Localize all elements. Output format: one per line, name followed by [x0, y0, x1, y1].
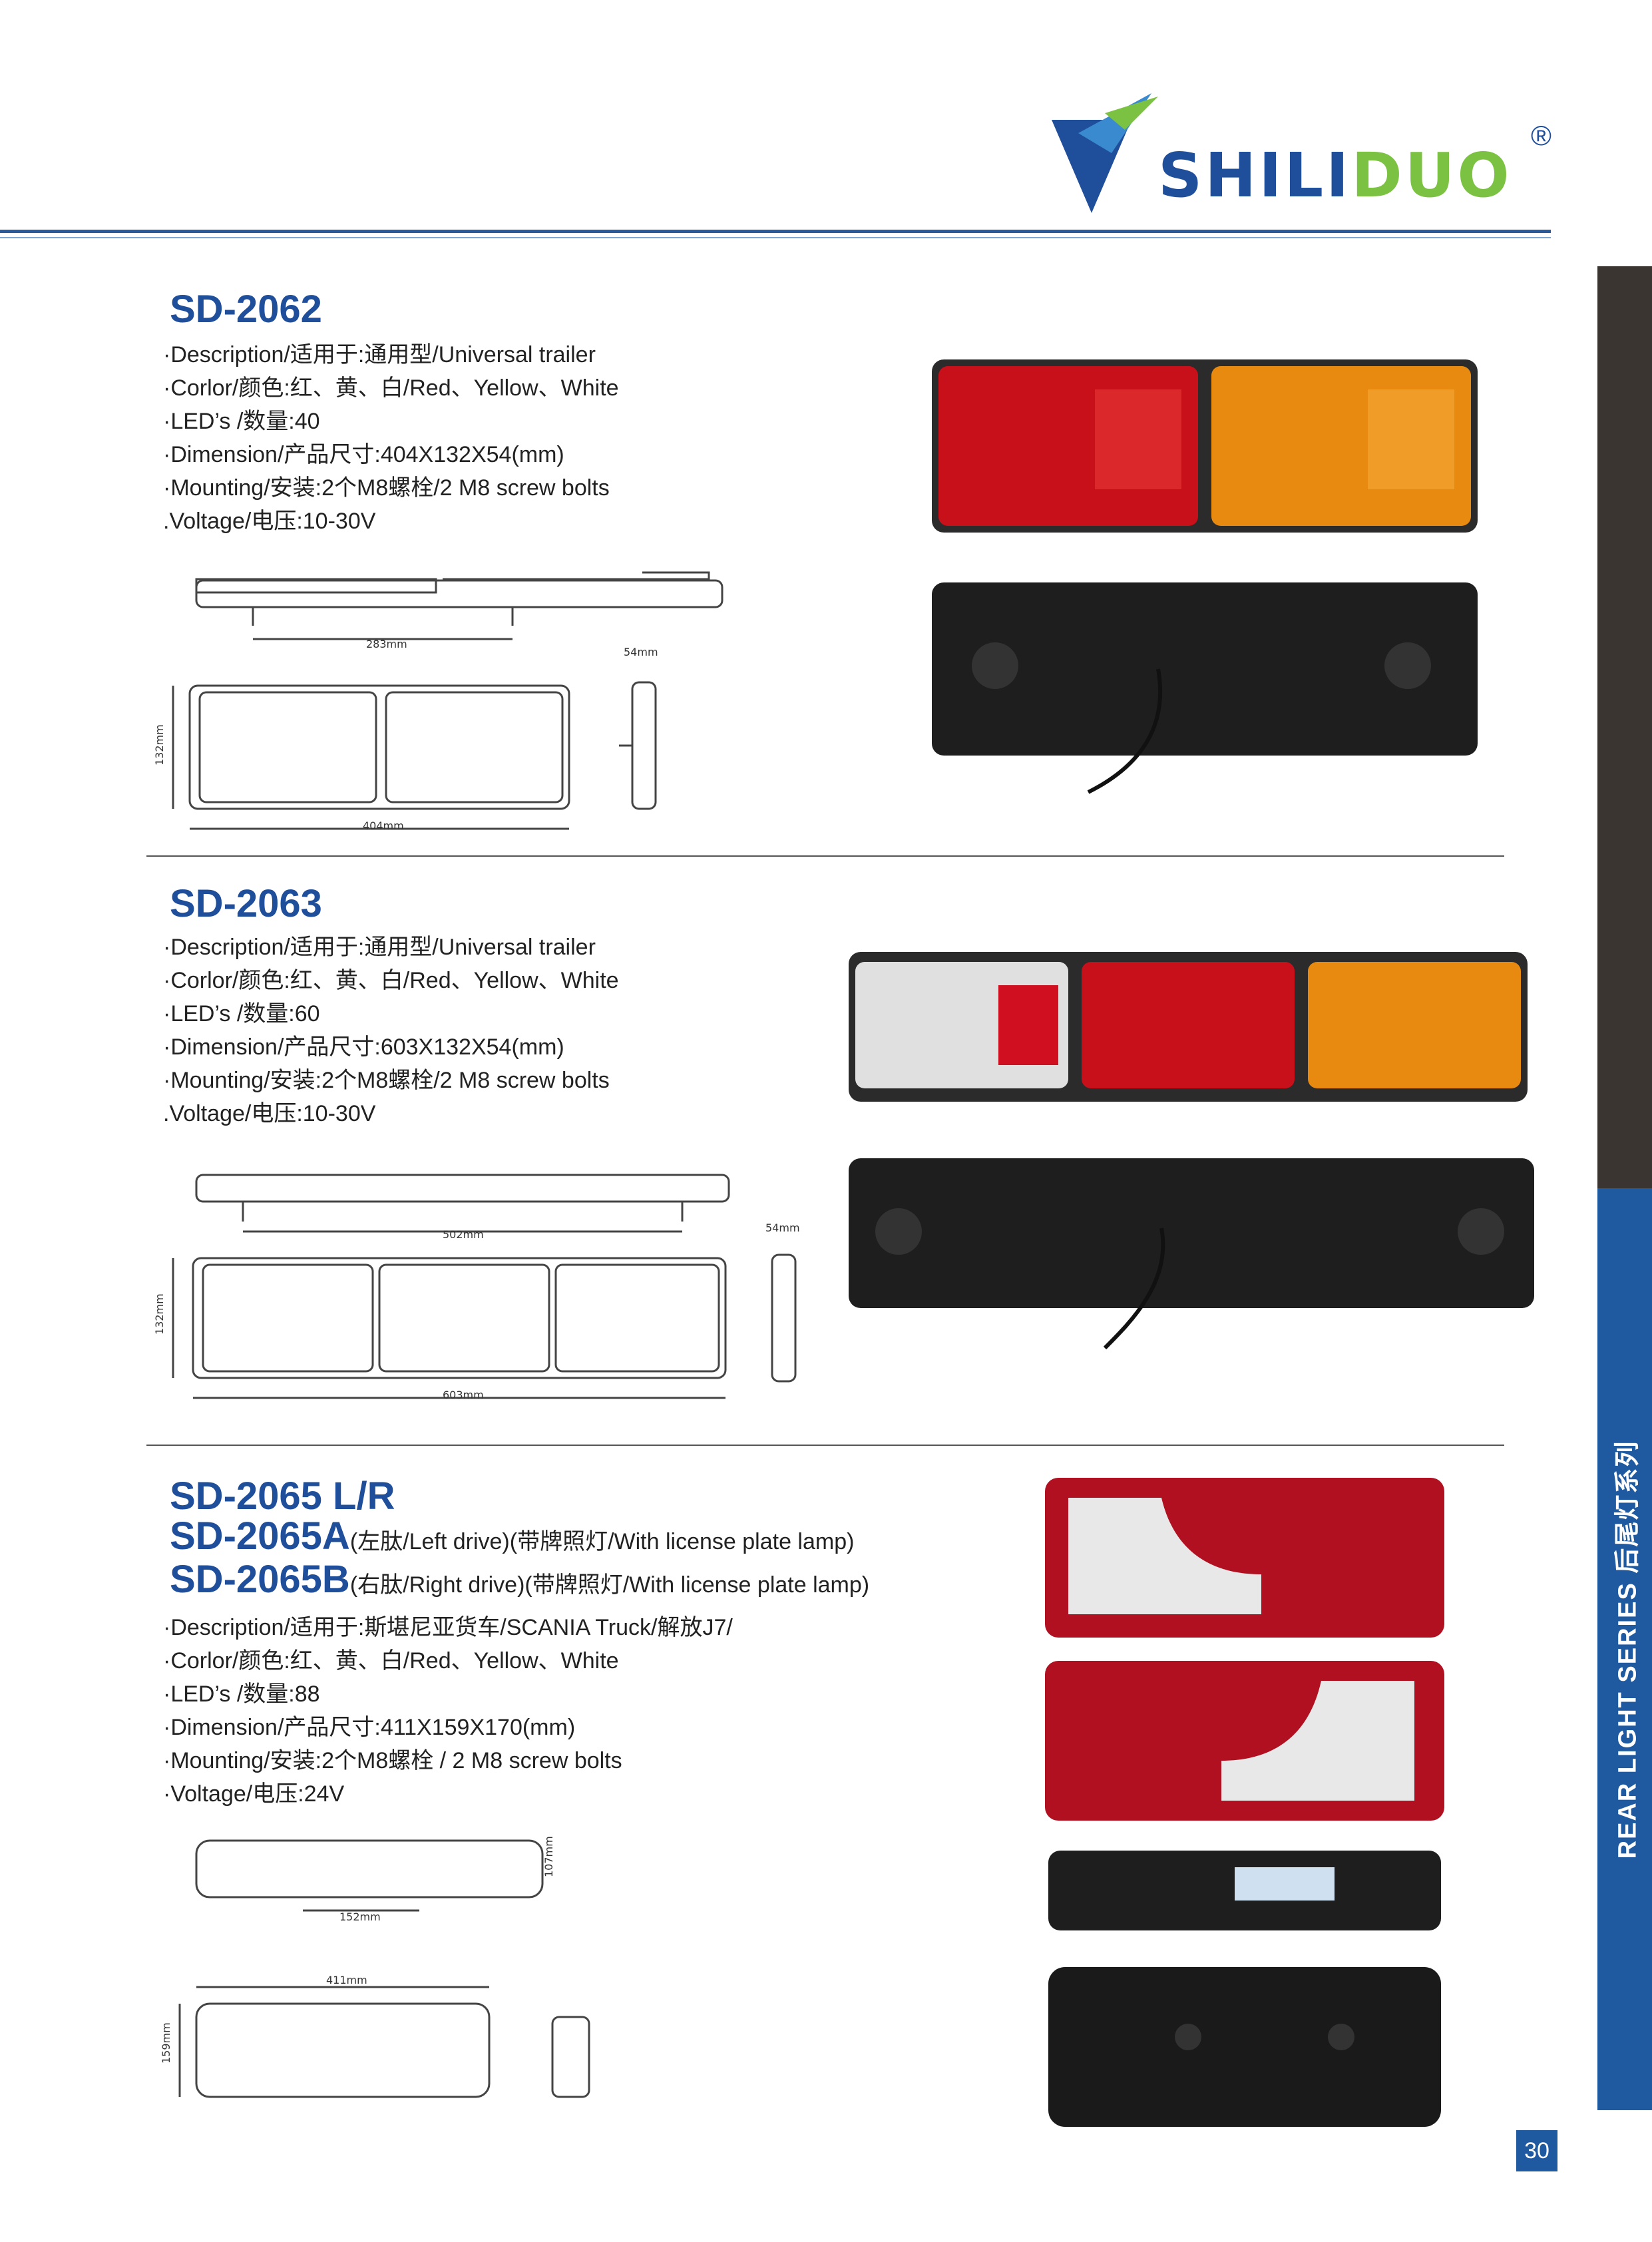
registered-mark: ® — [1531, 120, 1551, 151]
page-number: 30 — [1516, 2130, 1557, 2171]
brand-logo: SHILIDUO ® — [1052, 93, 1557, 226]
logo-mark-icon — [1052, 93, 1158, 213]
dim-depth: 54mm — [765, 1222, 800, 1234]
product-photo-front — [932, 359, 1478, 533]
header-rule-thin — [0, 237, 1551, 238]
dim-depth: 54mm — [624, 646, 658, 658]
dim-width: 411mm — [326, 1974, 367, 1986]
drawing-front-view — [195, 2002, 491, 2098]
technical-drawing: 283mm 404mm 132mm 54mm — [153, 571, 723, 832]
brand-name-part2: DUO — [1351, 140, 1512, 211]
model-a: SD-2065A — [170, 1514, 350, 1558]
sidebar-dark-band — [1597, 266, 1652, 1188]
technical-drawing: 152mm 107mm 411mm 159mm — [160, 1836, 590, 2098]
spec-line: ·Corlor/颜色:红、黄、白/Red、Yellow、White — [163, 375, 619, 401]
dim-depth: 107mm — [542, 1836, 555, 1877]
drawing-front-view — [188, 684, 570, 810]
photo-back — [1048, 1967, 1441, 2127]
dim-width: 404mm — [363, 819, 404, 832]
product-photo-stack — [1045, 1478, 1444, 2127]
spec-line: .Voltage/电压:10-30V — [163, 1101, 376, 1126]
product-photo-front — [849, 952, 1528, 1102]
spec-line: ·LED’s /数量:88 — [163, 1682, 320, 1707]
brand-name: SHILIDUO — [1158, 140, 1512, 211]
product-model-variant-a: SD-2065A(左肽/Left drive)(带牌照灯/With licens… — [170, 1514, 854, 1564]
spec-line: ·LED’s /数量:40 — [163, 409, 320, 434]
spec-line: ·Mounting/安装:2个M8螺栓 / 2 M8 screw bolts — [163, 1748, 622, 1773]
drawing-side-view — [551, 2016, 590, 2098]
product-photo-back — [849, 1158, 1534, 1350]
product-model-variant-b: SD-2065B(右肽/Right drive)(带牌照灯/With licen… — [170, 1558, 869, 1607]
spec-line: ·Description/适用于:斯堪尼亚货车/SCANIA Truck/解放J… — [163, 1615, 733, 1640]
spec-line: ·Dimension/产品尺寸:404X132X54(mm) — [163, 442, 564, 467]
drawing-top-view — [195, 1174, 730, 1203]
product-model: SD-2065 L/R — [170, 1474, 395, 1518]
dim-bolt-spacing: 152mm — [339, 1910, 381, 1923]
spec-line: ·Description/适用于:通用型/Universal trailer — [163, 342, 596, 367]
sidebar-blue-band — [1597, 1188, 1652, 2110]
sidebar-label: REAR LIGHT SERIES 后尾灯系列 — [1613, 1440, 1642, 1859]
dim-height: 159mm — [160, 2022, 172, 2064]
product-model: SD-2063 — [170, 882, 322, 925]
drawing-front-view — [192, 1257, 727, 1379]
drawing-top-view — [195, 571, 710, 594]
product-photo-back — [932, 582, 1478, 794]
section-divider — [146, 855, 1504, 857]
product-specs: ·Description/适用于:通用型/Universal trailer ·… — [163, 931, 619, 1130]
spec-line: ·Voltage/电压:24V — [163, 1781, 345, 1807]
spec-line: ·Dimension/产品尺寸:411X159X170(mm) — [163, 1715, 576, 1740]
dim-height: 132mm — [153, 724, 166, 766]
spec-line: .Voltage/电压:10-30V — [163, 509, 376, 534]
header-rule — [0, 230, 1551, 233]
dim-bolt-spacing: 502mm — [443, 1228, 484, 1241]
section-divider — [146, 1445, 1504, 1446]
model-a-note: (左肽/Left drive)(带牌照灯/With license plate … — [349, 1529, 855, 1554]
product-specs: ·Description/适用于:通用型/Universal trailer ·… — [163, 338, 619, 538]
spec-line: ·LED’s /数量:60 — [163, 1001, 320, 1026]
spec-line: ·Description/适用于:通用型/Universal trailer — [163, 935, 596, 960]
spec-line: ·Mounting/安装:2个M8螺栓/2 M8 screw bolts — [163, 1068, 610, 1093]
spec-line: ·Corlor/颜色:红、黄、白/Red、Yellow、White — [163, 968, 619, 993]
model-b-note: (右肽/Right drive)(带牌照灯/With license plate… — [349, 1572, 870, 1598]
drawing-side-view — [771, 1253, 797, 1383]
spec-line: ·Mounting/安装:2个M8螺栓/2 M8 screw bolts — [163, 475, 610, 501]
drawing-top-view — [195, 1839, 544, 1899]
technical-drawing: 502mm 603mm 132mm 54mm — [153, 1174, 800, 1401]
drawing-side-view — [631, 681, 657, 810]
dim-height: 132mm — [153, 1293, 166, 1335]
drawing-top-outline — [195, 579, 723, 608]
model-b: SD-2065B — [170, 1558, 350, 1601]
product-model: SD-2062 — [170, 288, 322, 331]
dim-bolt-spacing: 283mm — [366, 638, 407, 650]
spec-line: ·Dimension/产品尺寸:603X132X54(mm) — [163, 1034, 564, 1060]
dim-width: 603mm — [443, 1389, 484, 1401]
spec-line: ·Corlor/颜色:红、黄、白/Red、Yellow、White — [163, 1648, 619, 1674]
product-specs: ·Description/适用于:斯堪尼亚货车/SCANIA Truck/解放J… — [163, 1611, 733, 1811]
brand-name-part1: SHILI — [1158, 140, 1352, 211]
